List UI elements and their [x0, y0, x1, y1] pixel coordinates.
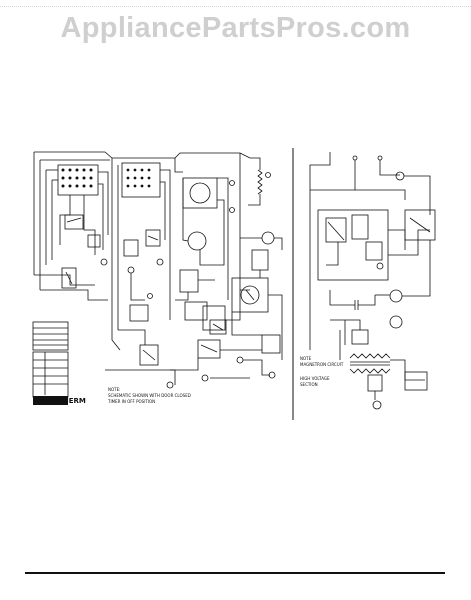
svg-text:NOTE: NOTE	[300, 356, 312, 361]
top-dotted-border	[0, 0, 471, 7]
bottom-border-line	[25, 572, 445, 574]
brand-label: INTERTHERM	[35, 397, 86, 405]
svg-text:SECTION: SECTION	[300, 382, 318, 387]
transformer-symbol	[349, 353, 391, 374]
note-text-2: SCHEMATIC SHOWN WITH DOOR CLOSED	[108, 393, 191, 398]
note-text: NOTE:	[108, 387, 120, 392]
left-wiring-panel: NOTE: SCHEMATIC SHOWN WITH DOOR CLOSED T…	[32, 151, 283, 405]
watermark-logo: AppliancePartsPros.com	[60, 12, 411, 44]
right-wiring-panel: NOTE MAGNETRON CIRCUIT HIGH VOLTAGE SECT…	[300, 152, 436, 410]
note-text-3: TIMER IN OFF POSITION	[107, 399, 155, 404]
svg-text:HIGH VOLTAGE: HIGH VOLTAGE	[300, 376, 330, 381]
svg-text:MAGNETRON CIRCUIT: MAGNETRON CIRCUIT	[300, 362, 344, 367]
